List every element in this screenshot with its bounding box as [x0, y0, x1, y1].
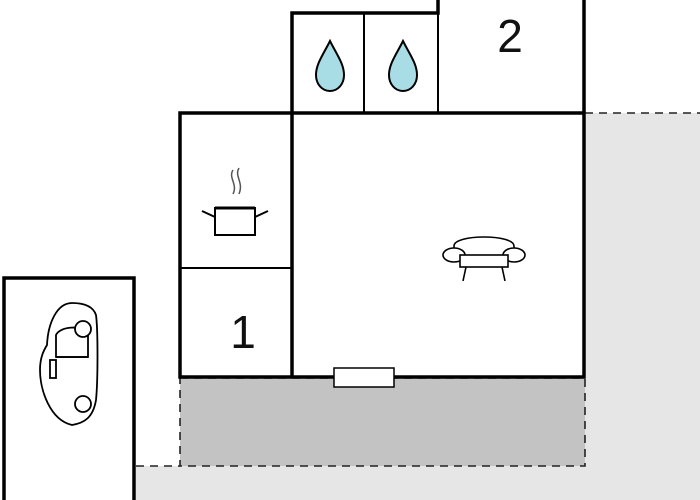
room-2-label: 2 [497, 10, 523, 62]
outdoor-area [136, 113, 700, 500]
parking-space [2, 276, 136, 500]
room-1-label: 1 [230, 306, 256, 358]
cooking-pot-icon [201, 167, 269, 236]
sofa-icon [442, 236, 526, 282]
water-drop-icon [314, 38, 346, 93]
car-icon [39, 302, 99, 426]
door [333, 367, 395, 388]
water-drop-icon [387, 38, 419, 93]
terrace [180, 378, 585, 466]
